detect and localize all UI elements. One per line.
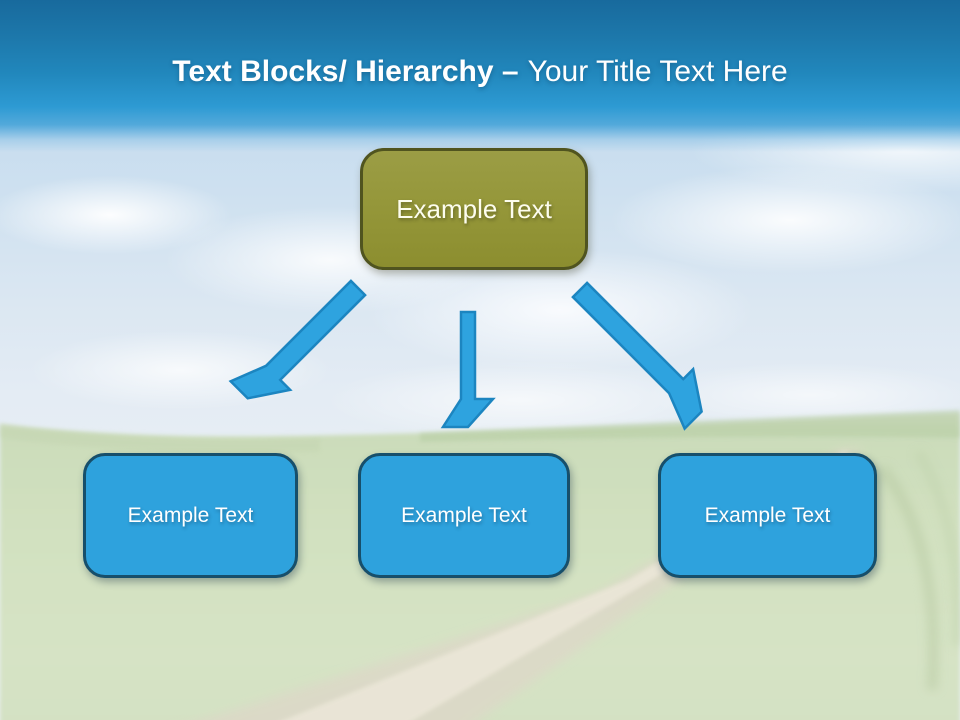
- down-arrow-icon[interactable]: [440, 310, 496, 429]
- title-regular-text: Your Title Text Here: [527, 55, 788, 88]
- root-box[interactable]: Example Text: [360, 148, 588, 270]
- header-banner: [0, 0, 960, 152]
- child-box-2[interactable]: Example Text: [358, 453, 570, 578]
- slide-title[interactable]: Text Blocks/ Hierarchy –Your Title Text …: [0, 52, 960, 92]
- title-bold-text: Text Blocks/ Hierarchy –: [172, 55, 519, 88]
- root-box-label: Example Text: [396, 193, 552, 224]
- down-right-arrow-icon[interactable]: [563, 273, 719, 431]
- child-box-3[interactable]: Example Text: [658, 453, 877, 578]
- horizon-hill-left: [0, 424, 320, 453]
- terrace-track: [878, 464, 939, 691]
- child-box-label: Example Text: [127, 503, 254, 527]
- down-left-arrow-icon[interactable]: [228, 271, 375, 415]
- terrace-track: [914, 449, 960, 647]
- child-box-label: Example Text: [401, 503, 527, 527]
- child-box-1[interactable]: Example Text: [83, 453, 298, 578]
- horizon-hill: [420, 410, 960, 442]
- child-box-label: Example Text: [704, 503, 831, 527]
